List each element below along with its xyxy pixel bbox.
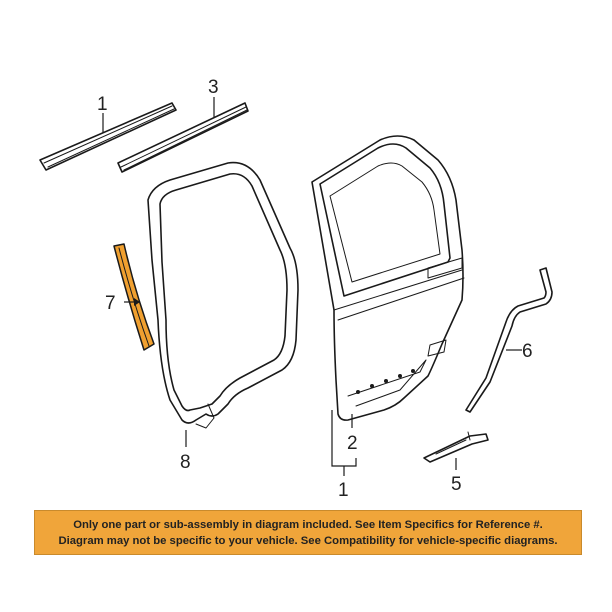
- callout-2: 2: [347, 433, 358, 454]
- part-3-molding: [117, 102, 249, 173]
- part-7-strip-highlighted: [113, 243, 155, 351]
- part-4-molding: [39, 102, 177, 171]
- part-5-rocker-molding: [423, 431, 489, 463]
- disclaimer-line-2: Diagram may not be specific to your vehi…: [58, 534, 558, 547]
- callout-1: 1: [338, 480, 349, 501]
- part-6-channel-seal: [465, 267, 553, 413]
- callout-7: 7: [105, 293, 116, 314]
- callout-6: 6: [522, 341, 533, 362]
- callout-8: 8: [180, 452, 191, 473]
- callout-4: 1: [97, 94, 108, 115]
- disclaimer-banner: Only one part or sub-assembly in diagram…: [34, 510, 582, 555]
- callout-3: 3: [208, 77, 219, 98]
- part-8-weatherstrip: [147, 161, 299, 429]
- part-1-door-shell: [311, 135, 465, 421]
- disclaimer-line-1: Only one part or sub-assembly in diagram…: [73, 518, 543, 531]
- callout-5: 5: [451, 474, 462, 495]
